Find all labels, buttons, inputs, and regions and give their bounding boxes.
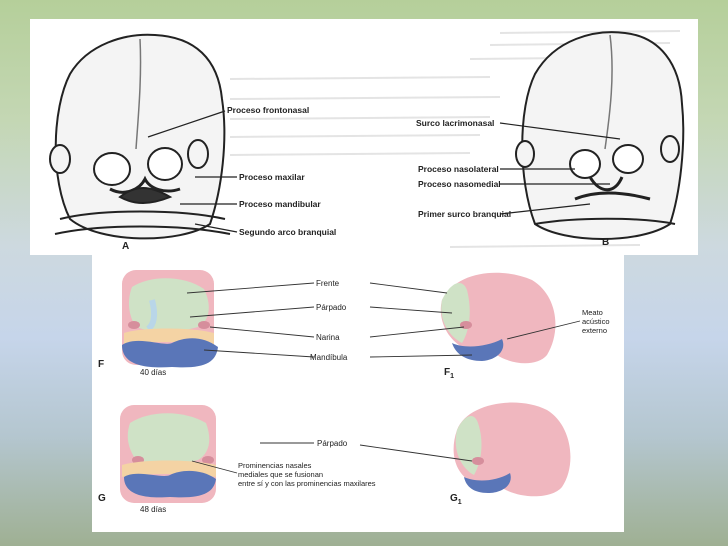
label-frente: Frente	[316, 279, 340, 288]
label-primer-surco-branquial: Primer surco branquial	[418, 209, 511, 219]
embryo-a-drawing	[49, 33, 231, 240]
leader-lines-b	[499, 122, 621, 215]
panel-letter-a: A	[122, 241, 129, 252]
age-label-48-dias: 48 días	[140, 505, 166, 514]
label-mandibula: Mandíbula	[310, 353, 348, 362]
label-segundo-arco-branquial: Segundo arco branquial	[239, 227, 336, 237]
embryo-f1-lateral	[440, 272, 556, 364]
age-label-40-dias: 40 días	[140, 368, 166, 377]
label-narina: Narina	[316, 333, 340, 342]
label-proceso-frontonasal: Proceso frontonasal	[227, 105, 309, 115]
bottom-diagram-svg: Frente Párpado Narina Mandíbula Meato ac…	[98, 270, 610, 514]
label-meato-line3: externo	[582, 326, 607, 335]
embryo-g1-lateral	[453, 402, 571, 497]
label-prominencias-line3: entre sí y con las prominencias maxilare…	[238, 479, 376, 488]
embryo-f-frontal	[122, 270, 218, 368]
label-meato-line2: acústico	[582, 317, 610, 326]
embryo-b-drawing	[515, 31, 685, 240]
panel-letter-g1: G1	[450, 493, 462, 506]
label-prominencias-line2: mediales que se fusionan	[238, 470, 323, 479]
label-prominencias-line1: Prominencias nasales	[238, 461, 312, 470]
label-surco-lacrimonasal: Surco lacrimonasal	[416, 118, 494, 128]
label-parpado-g: Párpado	[317, 439, 348, 448]
panel-letter-f1: F1	[444, 367, 454, 380]
panel-letter-f: F	[98, 359, 104, 370]
label-proceso-nasolateral: Proceso nasolateral	[418, 164, 499, 174]
leader-lines-a	[147, 110, 238, 233]
label-meato-line1: Meato	[582, 308, 603, 317]
top-diagram-svg: Proceso frontonasal Proceso maxilar Proc…	[49, 30, 685, 252]
panel-letter-g: G	[98, 493, 106, 504]
label-parpado: Párpado	[316, 303, 347, 312]
embryo-g-frontal	[120, 405, 216, 503]
label-proceso-maxilar: Proceso maxilar	[239, 172, 305, 182]
leader-lines-bottom	[186, 282, 581, 474]
embryo-face-line-drawings: Proceso frontonasal Proceso maxilar Proc…	[30, 19, 698, 255]
panel-letter-b: B	[602, 237, 609, 248]
label-proceso-nasomedial: Proceso nasomedial	[418, 179, 501, 189]
label-proceso-mandibular: Proceso mandibular	[239, 199, 321, 209]
embryo-face-colored-diagram: Frente Párpado Narina Mandíbula Meato ac…	[92, 255, 624, 532]
